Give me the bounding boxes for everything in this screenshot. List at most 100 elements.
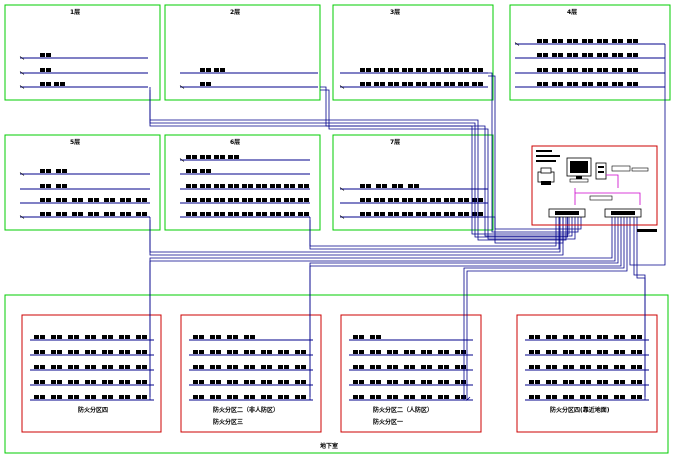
device-icon [537,82,542,86]
device-icon [402,212,407,216]
device-icon [40,350,45,354]
device-icon [543,39,548,43]
device-icon [563,350,568,354]
device-icon [376,350,381,354]
device-icon [88,212,93,216]
device-icon [569,380,574,384]
device-icon [360,198,365,202]
device-icon [472,68,477,72]
riser-cable [309,217,622,397]
floor-5-frame [4,134,161,231]
device-icon [558,82,563,86]
device-icon [535,335,540,339]
device-icon [40,335,45,339]
device-icon [136,365,141,369]
device-icon [40,53,45,57]
device-icon [51,380,56,384]
device-icon [603,395,608,399]
device-icon [220,68,225,72]
device-icon [278,380,283,384]
device-icon [270,212,275,216]
device-icon [427,350,432,354]
device-icon [220,184,225,188]
device-icon [633,53,638,57]
device-icon [233,395,238,399]
device-icon [102,335,107,339]
device-icon [382,184,387,188]
device-icon [618,39,623,43]
device-icon [206,82,211,86]
device-icon [360,212,365,216]
device-icon [91,335,96,339]
zone-frames [21,314,658,433]
device-icon [416,198,421,202]
basement-label: 地下室 [320,442,338,450]
device-icon [366,82,371,86]
floor-7-frame [332,134,494,231]
device-icon [250,350,255,354]
device-icon [464,198,469,202]
device-icon [40,212,45,216]
device-icon [290,198,295,202]
device-icon [34,350,39,354]
floor-label: 6层 [230,138,240,146]
device-icon [284,198,289,202]
device-icon [546,395,551,399]
device-icon [573,68,578,72]
device-icon [248,212,253,216]
device-icon [408,212,413,216]
device-icon [125,335,130,339]
device-icon [614,395,619,399]
device-icon [374,212,379,216]
device-icon [261,380,266,384]
device-icon [78,198,83,202]
device-icon [464,82,469,86]
device-icon [199,380,204,384]
device-icon [206,198,211,202]
bus-end-mark [19,71,25,75]
device-icon [603,335,608,339]
device-icon [200,212,205,216]
device-icon [558,39,563,43]
device-icon [546,335,551,339]
device-icon [567,53,572,57]
device-icon [57,335,62,339]
device-icon [444,68,449,72]
device-icon [206,212,211,216]
riser-cable [320,86,573,237]
device-icon [210,365,215,369]
device-icon [192,169,197,173]
device-icon [199,335,204,339]
device-icon [430,82,435,86]
device-icon [126,212,131,216]
device-icon [142,212,147,216]
device-icon [220,155,225,159]
device-icon [597,39,602,43]
device-icon [370,350,375,354]
device-icon [200,184,205,188]
device-icon [220,212,225,216]
controller-display [611,211,635,215]
device-icon [380,212,385,216]
device-icon [552,68,557,72]
device-icon [34,365,39,369]
device-icon [582,53,587,57]
device-icon [244,350,249,354]
device-icon [388,198,393,202]
device-icon [370,395,375,399]
device-icon [633,82,638,86]
zone-2-frame [180,314,322,433]
device-icon [618,53,623,57]
device-icon [200,155,205,159]
floor-1-frame [4,4,161,101]
device-icon [193,335,198,339]
device-icon [597,68,602,72]
riser-cable [149,90,568,238]
device-icon [376,184,381,188]
device-icon [125,380,130,384]
device-icon [248,198,253,202]
device-icon [360,82,365,86]
device-icon [284,184,289,188]
device-icon [416,82,421,86]
device-icon [256,184,261,188]
